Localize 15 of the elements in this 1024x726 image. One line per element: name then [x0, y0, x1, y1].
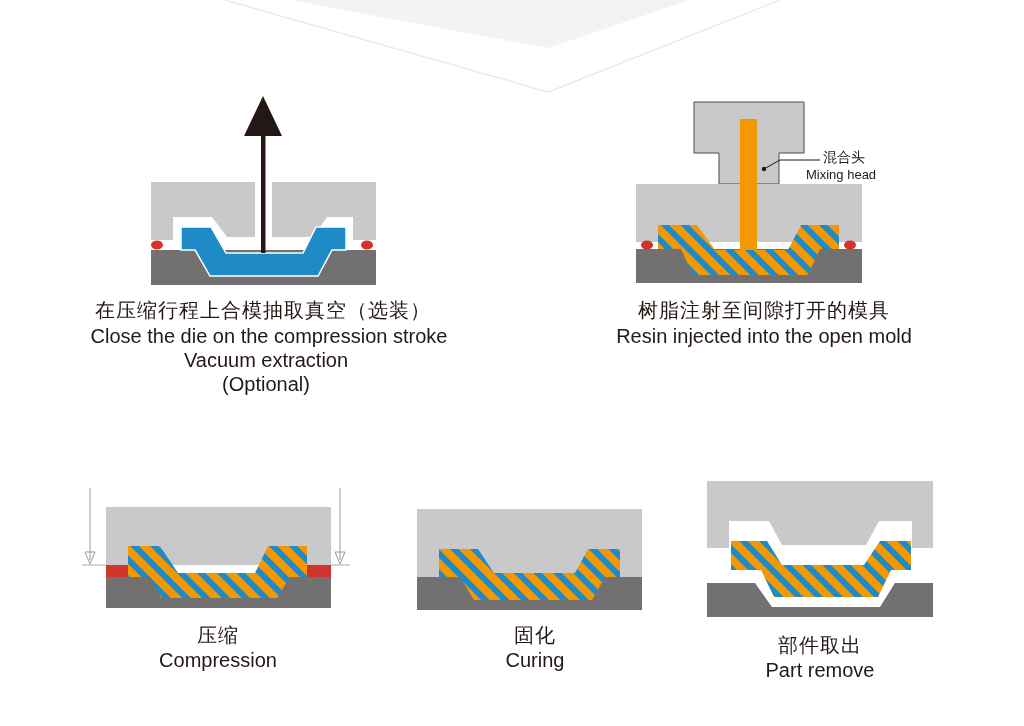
step-caption: 固化	[514, 625, 556, 645]
step-caption: Compression	[159, 650, 277, 670]
step-caption: Resin injected into the open mold	[616, 326, 912, 346]
step-caption: Part remove	[765, 660, 875, 680]
callout-label: 混合头	[823, 150, 866, 164]
step-caption: Close the die on the compression stroke	[90, 326, 448, 346]
leader-line	[761, 159, 821, 172]
callout-label: Mixing head	[806, 168, 877, 181]
step-caption: Vacuum extraction	[183, 350, 349, 370]
step-caption: Curing	[505, 650, 565, 670]
step-caption: 压缩	[197, 625, 239, 645]
step-caption: 部件取出	[778, 635, 862, 655]
step-caption: 在压缩行程上合模抽取真空（选装）	[95, 300, 431, 320]
step-caption: 树脂注射至间隙打开的模具	[638, 300, 890, 320]
step-caption: (Optional)	[222, 374, 310, 394]
